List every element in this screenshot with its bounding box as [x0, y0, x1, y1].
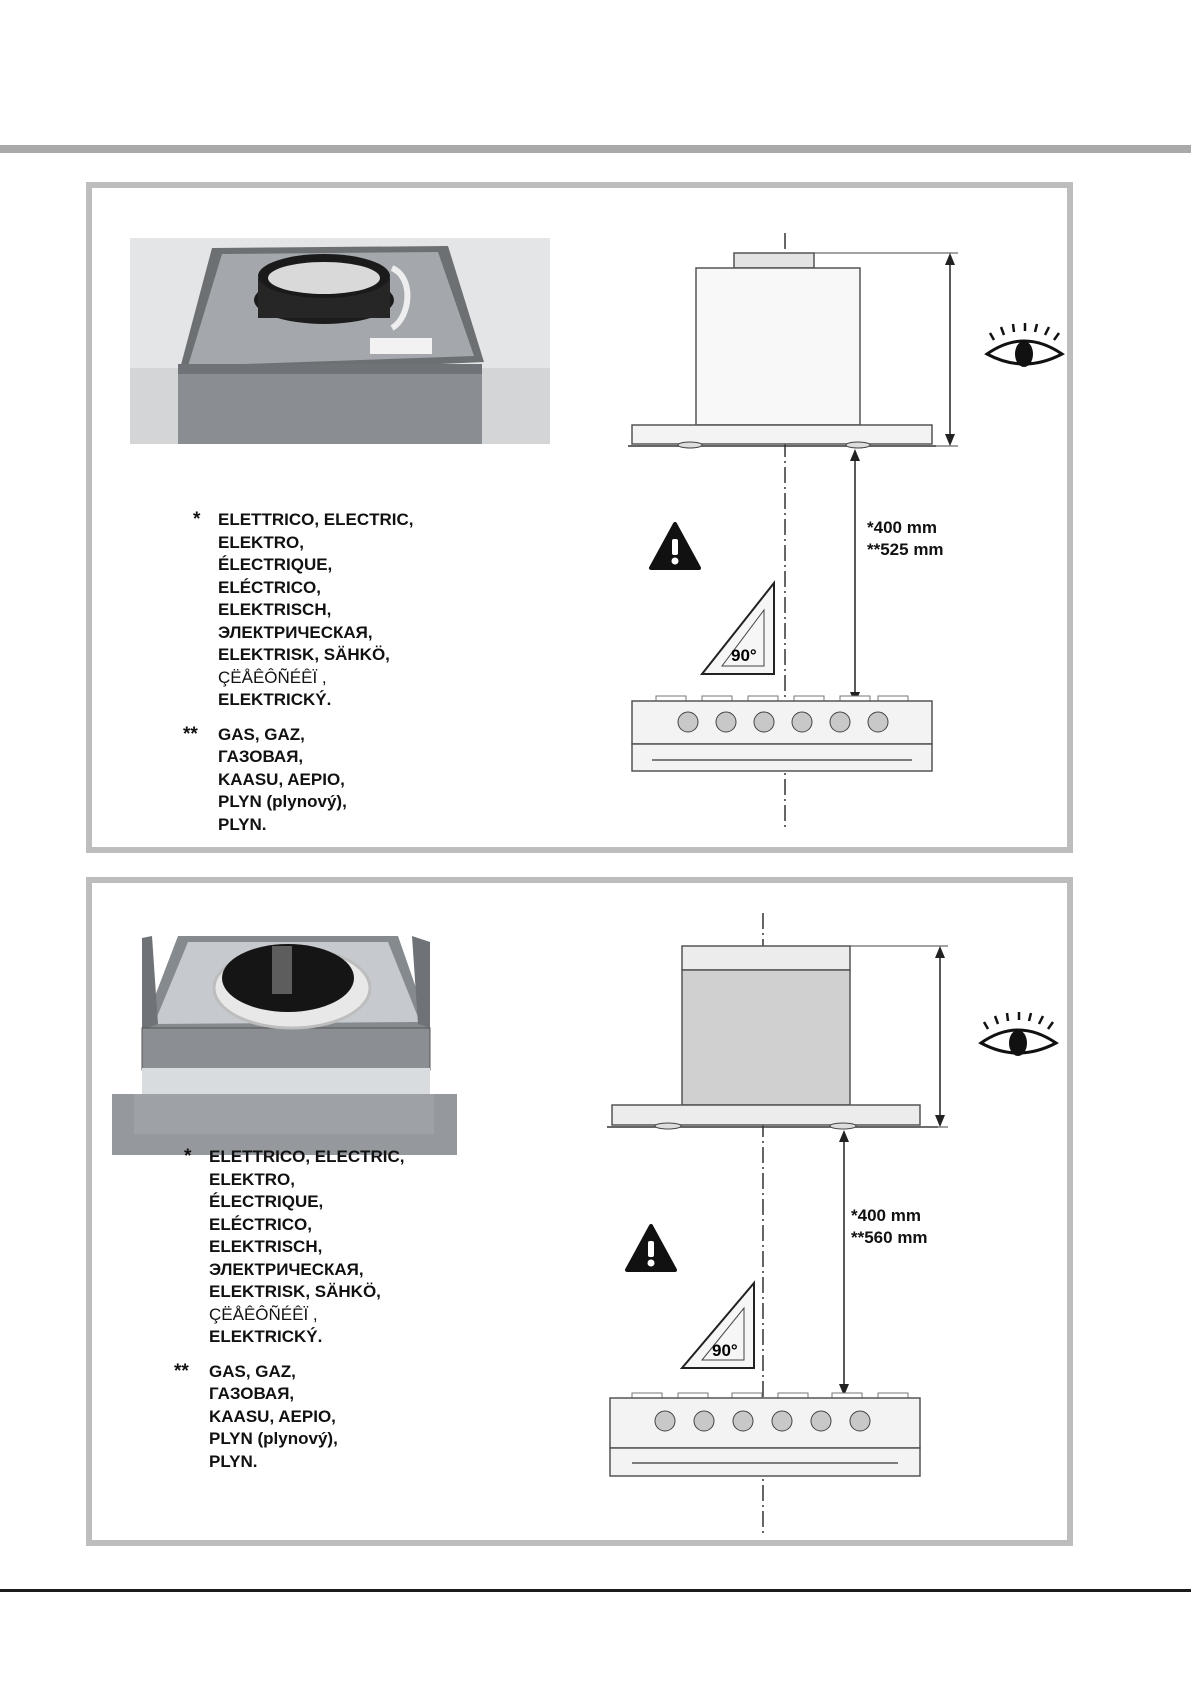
double-asterisk: ** [183, 723, 198, 745]
label-line: ÉLECTRIQUE, [209, 1192, 324, 1211]
label-line: ELEKTRO, [218, 532, 304, 552]
distance-arrow [839, 1130, 849, 1396]
hood-outline [607, 945, 938, 1130]
label-line: GAS, GAZ, [209, 1361, 296, 1381]
single-asterisk: * [184, 1146, 192, 1167]
label-line: ЭЛЕКТРИЧЕСКАЯ, [218, 622, 373, 642]
distance-electric: *400 mm [851, 1206, 921, 1225]
label-line: KAASU, AEPIO, [218, 769, 345, 789]
label-line: ELEKTRISK, SÄHKÖ, [209, 1282, 381, 1301]
label-line: ЭЛЕКТРИЧЕСКАЯ, [209, 1259, 364, 1279]
label-line: ELEKTRICKÝ. [218, 690, 332, 709]
footer-rule [0, 1589, 1191, 1592]
header-rule [0, 145, 1191, 153]
hood-outline [628, 252, 936, 449]
angle-label: 90° [712, 1341, 738, 1360]
label-line: ELEKTRISCH, [209, 1237, 323, 1256]
label-line: KAASU, AEPIO, [209, 1406, 336, 1426]
hob-outline [609, 1392, 921, 1477]
set-square-icon: 90° [679, 1280, 755, 1369]
label-line: ÇËÅÊÔÑÉÊÏ , [209, 1304, 318, 1324]
eye-icon [978, 1012, 1059, 1056]
label-line: GAS, GAZ, [218, 724, 305, 744]
label-line: ÉLECTRIQUE, [218, 555, 333, 574]
label-line: ELEKTRO, [209, 1169, 295, 1189]
label-line: PLYN (plynový), [209, 1429, 338, 1448]
distance-gas: **560 mm [851, 1228, 928, 1247]
hood-height-dimension [814, 252, 958, 447]
set-square-icon: 90° [699, 580, 775, 675]
label-line: ÇËÅÊÔÑÉÊÏ , [218, 667, 327, 687]
label-line: ГАЗОВАЯ, [209, 1384, 295, 1403]
label-line: PLYN. [218, 814, 267, 834]
hood-filter-photo [112, 928, 457, 1155]
angle-label: 90° [731, 646, 757, 665]
label-line: ELÉCTRICO, [209, 1214, 312, 1234]
label-line: ELEKTRISK, SÄHKÖ, [218, 645, 390, 664]
distance-arrow [850, 449, 860, 704]
label-line: ELEKTRISCH, [218, 600, 332, 619]
hood-motor-photo [130, 238, 550, 444]
electric-label-block: * ELETTRICO, ELECTRIC, ELEKTRO, ÉLECTRIQU… [174, 1146, 405, 1473]
distance-gas: **525 mm [867, 540, 944, 559]
label-line: PLYN. [209, 1451, 258, 1471]
hob-outline [631, 695, 933, 772]
single-asterisk: * [193, 509, 201, 530]
installation-diagram-1: 90° [628, 233, 1065, 828]
installation-panel-2: * ELETTRICO, ELECTRIC, ELEKTRO, ÉLECTRIQU… [86, 877, 1073, 1546]
warning-triangle-icon [649, 522, 701, 570]
electric-label-block: * ELETTRICO, ELECTRIC, ELEKTRO, ÉLECTRIQU… [183, 509, 414, 836]
label-line: ELETTRICO, ELECTRIC, [209, 1147, 405, 1166]
distance-electric: *400 mm [867, 518, 937, 537]
label-line: ELETTRICO, ELECTRIC, [218, 510, 414, 529]
warning-triangle-icon [625, 1224, 677, 1272]
installation-diagram-2: 90° [607, 913, 1059, 1533]
label-line: PLYN (plynový), [218, 792, 347, 811]
distance-values: *400 mm **560 mm [851, 1205, 928, 1249]
eye-icon [984, 323, 1065, 367]
hood-height-dimension [850, 945, 948, 1128]
installation-panel-1: * ELETTRICO, ELECTRIC, ELEKTRO, ÉLECTRIQU… [86, 182, 1073, 853]
double-asterisk: ** [174, 1360, 189, 1382]
label-line: ELEKTRICKÝ. [209, 1327, 323, 1346]
label-line: ELÉCTRICO, [218, 577, 321, 597]
label-line: ГАЗОВАЯ, [218, 747, 304, 766]
distance-values: *400 mm **525 mm [867, 517, 944, 561]
